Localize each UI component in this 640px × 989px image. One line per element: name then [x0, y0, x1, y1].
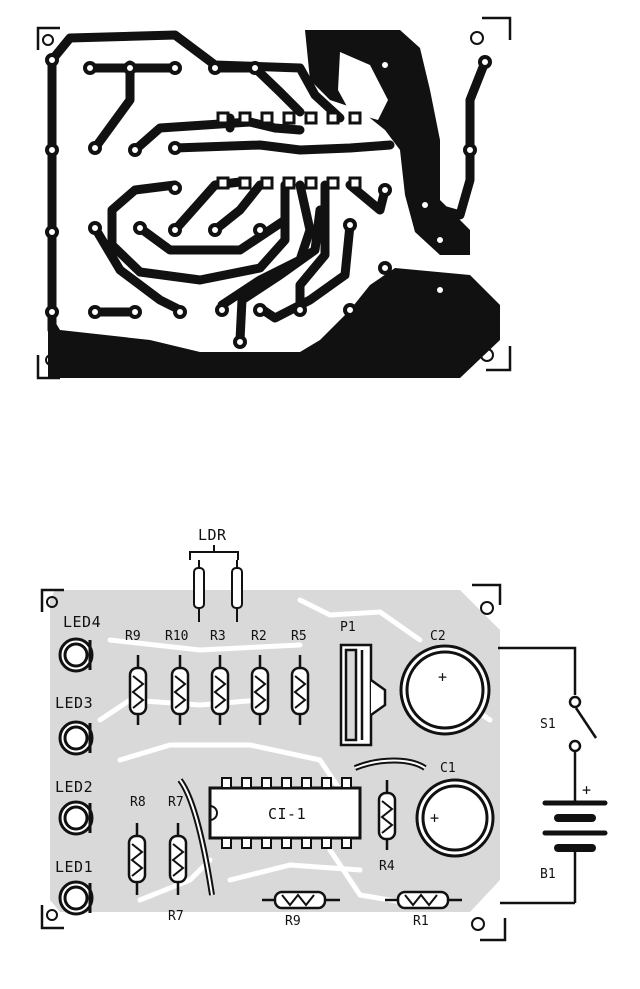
led2-symbol [58, 800, 94, 836]
ic-label: CI-1 [268, 805, 306, 823]
c1-label: C1 [440, 761, 456, 776]
s1-contact-icon [568, 695, 582, 709]
r4-resistor [377, 780, 397, 850]
labels: LDR LED4 LED3 LED2 LED1 R9 R10 R3 R2 R5 … [55, 526, 592, 929]
r2-resistor [250, 655, 270, 725]
led3-symbol [58, 720, 94, 756]
led1-label: LED1 [55, 858, 93, 876]
p1-trimmer [339, 643, 387, 747]
s1-switch-lever [574, 707, 598, 739]
led3-label: LED3 [55, 694, 93, 712]
r7-top-label: R7 [168, 795, 184, 810]
r9-bottom-label: R9 [285, 914, 301, 929]
mount-hole [46, 909, 58, 921]
led2-label: LED2 [55, 778, 93, 796]
c2-capacitor [399, 644, 491, 736]
mount-hole [480, 601, 494, 615]
ic-pads-top [216, 111, 362, 190]
leds [58, 637, 94, 916]
horizontal-resistors [262, 890, 462, 910]
vertical-resistors [127, 655, 397, 895]
ldr [189, 545, 243, 622]
r3-resistor [210, 655, 230, 725]
r9-bottom-resistor [262, 890, 340, 910]
r8-resistor [127, 823, 147, 895]
c1-plus-label: + [430, 809, 440, 827]
external-wiring [498, 646, 598, 905]
copper-layout [36, 16, 512, 380]
ground-plane [48, 268, 500, 378]
c2-plus-label: + [438, 668, 448, 686]
r10-label: R10 [165, 629, 188, 644]
r5-resistor [290, 655, 310, 725]
mount-hole [470, 31, 484, 45]
jumper-wire-core [179, 779, 213, 896]
r5-label: R5 [291, 629, 307, 644]
component-layout: LDR LED4 LED3 LED2 LED1 R9 R10 R3 R2 R5 … [40, 526, 608, 942]
r1-resistor [385, 890, 462, 910]
jumper-wire-core [354, 759, 426, 769]
led1-symbol [58, 880, 94, 916]
b1-label: B1 [540, 867, 556, 882]
pads [45, 53, 492, 349]
mount-hole [42, 34, 54, 46]
battery-symbol [542, 800, 608, 852]
led4-label: LED4 [63, 613, 101, 631]
battery-plus-label: + [582, 781, 592, 799]
r9-top-resistor [128, 655, 148, 725]
s1-contact-icon [568, 739, 582, 753]
ldr-label: LDR [198, 526, 227, 544]
r7-bottom-label: R7 [168, 909, 184, 924]
c2-label: C2 [430, 629, 446, 644]
r1-label: R1 [413, 914, 429, 929]
copper-gap [338, 52, 388, 120]
r2-label: R2 [251, 629, 267, 644]
led4-symbol [58, 637, 94, 673]
s1-label: S1 [540, 717, 556, 732]
ic-chip [208, 777, 362, 849]
r8-label: R8 [130, 795, 146, 810]
mount-hole [471, 917, 485, 931]
corner-marks-bottom [40, 583, 507, 942]
r9-top-label: R9 [125, 629, 141, 644]
r7-resistor [168, 823, 188, 895]
corner-marks-top [36, 16, 512, 380]
p1-label: P1 [340, 620, 356, 635]
r3-label: R3 [210, 629, 226, 644]
r4-label: R4 [379, 859, 395, 874]
mount-hole [46, 596, 58, 608]
c1-capacitor [415, 778, 495, 858]
r10-resistor [170, 655, 190, 725]
